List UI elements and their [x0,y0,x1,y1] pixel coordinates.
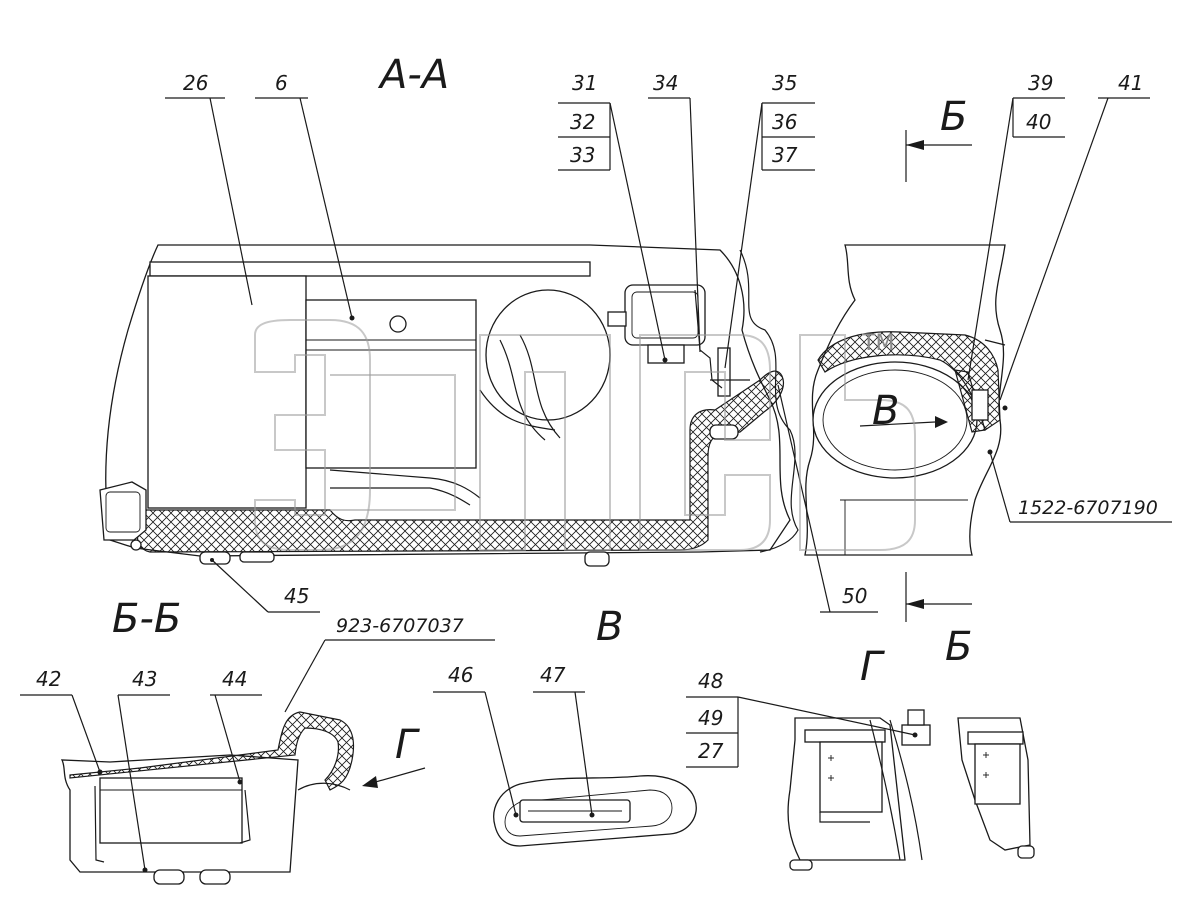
callout-35: 35 [772,71,797,95]
hinge-pin [130,539,142,551]
view-b-fragment [804,244,1008,556]
callout-49: 49 [698,706,723,730]
label-cut-top: Б [940,94,967,140]
label-section-bb: Б-Б [112,596,181,642]
section-bb-view [60,711,426,885]
callout-42: 42 [36,667,61,691]
callout-41: 41 [1118,71,1143,95]
callout-31: 31 [572,71,597,95]
label-arrow-v: В [872,388,899,434]
watermark-logo: TM [254,319,916,551]
battery-box-26 [147,275,307,509]
callout-26: 26 [183,71,208,95]
cut-plane-marks [905,130,972,622]
part-number-923: 923-6707037 [336,615,464,637]
labels: А-А Б-Б В Г Б Б В Г 26 6 31 32 33 34 35 … [36,52,1158,768]
callout-34: 34 [653,71,678,95]
callout-46: 46 [448,663,473,687]
cable-bundle [479,334,561,441]
callout-43: 43 [132,667,157,691]
break-edge-right [739,249,799,553]
callout-6: 6 [275,71,288,95]
round-duct [485,289,611,421]
bb-lid-hatch [69,711,355,791]
view-g-block [819,741,883,813]
callout-45: 45 [284,584,309,608]
leader-lines [20,97,1172,871]
part-number-1522: 1522-6707190 [1018,497,1158,519]
callout-44: 44 [222,667,247,691]
callout-40: 40 [1026,110,1051,134]
callout-32: 32 [570,110,595,134]
bb-foot-1 [153,869,185,885]
label-cut-bottom: Б [945,624,972,670]
callout-27: 27 [698,739,724,763]
callout-37: 37 [772,143,798,167]
callout-33: 33 [570,143,595,167]
callout-48: 48 [698,669,723,693]
callout-39: 39 [1028,71,1053,95]
callout-47: 47 [540,663,566,687]
watermark-tm: TM [861,331,894,356]
section-aa-view [99,244,799,567]
view-g-foot [789,859,813,871]
battery-42 [99,777,243,844]
view-v [493,775,697,847]
label-arrow-g: Г [395,722,420,768]
callout-50: 50 [842,584,867,608]
front-block [99,481,147,541]
label-view-g: Г [860,644,885,690]
foot-45 [199,551,231,565]
bolt-6 [389,315,407,333]
label-view-v: В [596,604,623,650]
nut-31 [647,344,685,364]
callout-36: 36 [772,110,797,134]
label-section-aa: А-А [377,52,449,98]
view-g [787,709,1035,871]
top-rail [149,261,591,277]
